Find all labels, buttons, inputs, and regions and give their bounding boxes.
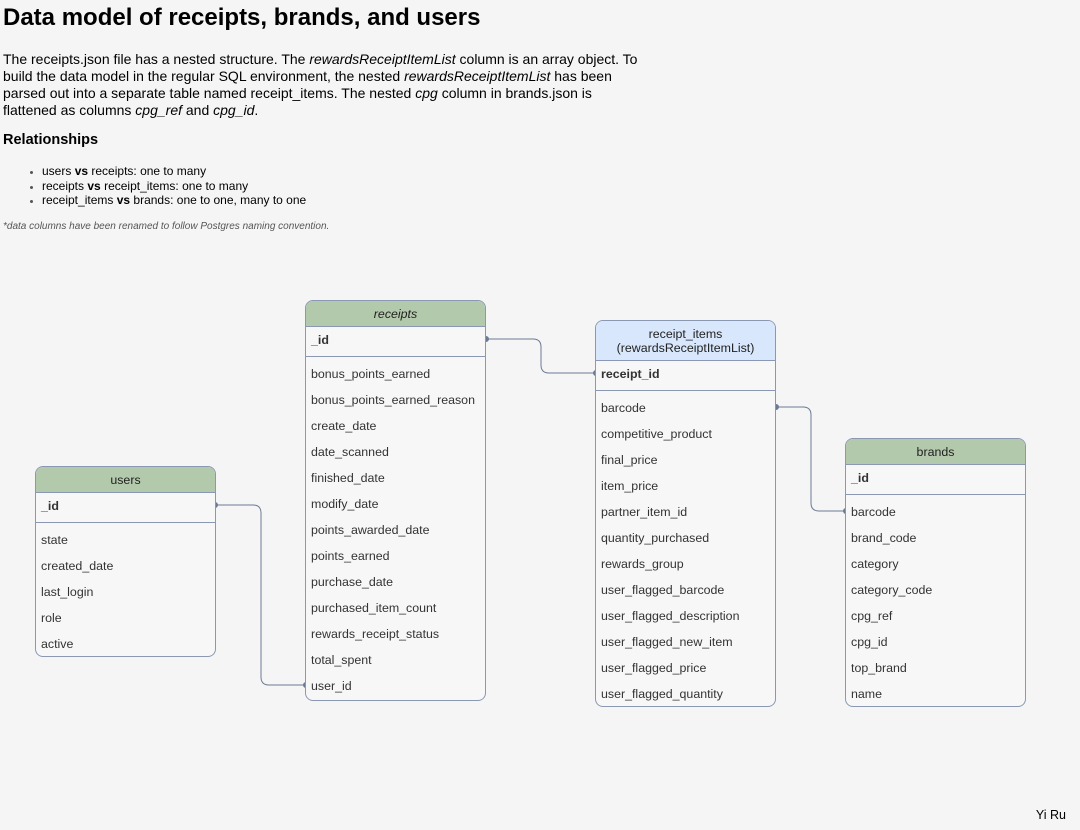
table-brands: brands _id barcode brand_code category c… <box>845 438 1026 707</box>
table-name: users <box>110 472 141 487</box>
column-list: barcode brand_code category category_cod… <box>846 495 1025 706</box>
column-row: quantity_purchased <box>601 531 710 545</box>
column-row: cpg_ref <box>851 609 893 623</box>
column-row: barcode <box>601 401 646 415</box>
column-row: points_earned <box>311 549 390 563</box>
column-row: category <box>851 557 899 571</box>
column-row: user_flagged_price <box>601 661 707 675</box>
description-text: . <box>254 102 259 118</box>
description-term: cpg_id <box>213 102 255 118</box>
column-row: active <box>41 637 74 651</box>
table-name: receipt_items <box>648 326 723 341</box>
table-header: brands <box>846 439 1025 465</box>
column-row: create_date <box>311 419 377 433</box>
table-header: users <box>36 467 215 493</box>
column-list: barcode competitive_product final_price … <box>596 391 775 706</box>
description-term: cpg <box>415 85 438 101</box>
description-term: rewardsReceiptItemList <box>404 68 551 84</box>
column-row: partner_item_id <box>601 505 688 519</box>
description-text: has been parsed out into a separate tabl… <box>3 68 612 101</box>
column-row: points_awarded_date <box>311 523 430 537</box>
relationship-left: receipts <box>42 178 85 193</box>
column-row: user_flagged_quantity <box>601 687 723 701</box>
column-row: user_flagged_description <box>601 609 740 623</box>
description-text: and <box>182 102 214 118</box>
relationship-left: users <box>42 164 72 178</box>
column-row: finished_date <box>311 471 385 485</box>
table-header: receipt_items (rewardsReceiptItemList) <box>596 321 775 361</box>
column-row: brand_code <box>851 531 917 545</box>
column-row: top_brand <box>851 661 907 675</box>
description-text: column in brands.json is flattened as co… <box>3 85 592 118</box>
column-row: user_id <box>311 679 352 693</box>
table-name: brands <box>916 444 955 459</box>
primary-key: receipt_id <box>596 361 775 391</box>
relationship-vs: vs <box>74 164 89 178</box>
column-row: cpg_id <box>851 635 888 649</box>
column-row: total_spent <box>311 653 372 667</box>
description-term: rewardsReceiptItemList <box>309 51 456 67</box>
page-title: Data model of receipts, brands, and user… <box>3 4 481 31</box>
column-row: created_date <box>41 559 114 573</box>
relationship-right: receipts: one to many <box>88 164 207 178</box>
column-row: user_flagged_barcode <box>601 583 725 597</box>
column-list: state created_date last_login role activ… <box>36 523 215 656</box>
connector-receipts-items <box>486 338 596 374</box>
column-row: barcode <box>851 505 896 519</box>
relationship-item: receipt_items vs brands: one to one, man… <box>42 193 306 208</box>
column-row: final_price <box>601 453 658 467</box>
column-row: role <box>41 611 62 625</box>
description-text: The receipts.json file has a nested stru… <box>3 51 310 67</box>
connector-items-brands <box>776 406 846 512</box>
description-term: cpg_ref <box>135 102 182 118</box>
relationship-right: receipt_items: one to many <box>100 178 249 193</box>
column-row: bonus_points_earned <box>311 367 431 381</box>
column-row: purchase_date <box>311 575 393 589</box>
column-row: bonus_points_earned_reason <box>311 393 475 407</box>
description-text: column is an array object. To build the … <box>3 51 638 84</box>
relationship-vs: vs <box>116 193 131 207</box>
relationship-item: users vs receipts: one to many <box>42 164 306 179</box>
column-row: item_price <box>601 479 659 493</box>
table-header: receipts <box>306 301 485 327</box>
column-list: bonus_points_earned bonus_points_earned_… <box>306 357 485 699</box>
relationship-right: brands: one to one, many to one <box>130 193 307 207</box>
column-row: last_login <box>41 585 94 599</box>
author-credit: Yi Ru <box>1035 808 1066 822</box>
connector-users-receipts <box>215 504 306 686</box>
primary-key: _id <box>846 465 1025 495</box>
table-name: receipts <box>373 306 418 321</box>
description: The receipts.json file has a nested stru… <box>3 51 643 119</box>
table-users: users _id state created_date last_login … <box>35 466 216 657</box>
column-row: rewards_receipt_status <box>311 627 440 641</box>
column-row: modify_date <box>311 497 379 511</box>
table-receipt-items: receipt_items (rewardsReceiptItemList) r… <box>595 320 776 707</box>
relationships-list: users vs receipts: one to many receipts … <box>24 164 306 208</box>
column-row: state <box>41 533 68 547</box>
column-row: user_flagged_new_item <box>601 635 733 649</box>
column-row: category_code <box>851 583 933 597</box>
primary-key: _id <box>306 327 485 357</box>
column-row: competitive_product <box>601 427 712 441</box>
relationship-left: receipt_items <box>42 193 114 207</box>
column-row: name <box>851 687 882 701</box>
relationship-vs: vs <box>87 178 101 193</box>
column-row: purchased_item_count <box>311 601 437 615</box>
table-subname: (rewardsReceiptItemList) <box>616 340 755 355</box>
column-row: date_scanned <box>311 445 389 459</box>
column-row: rewards_group <box>601 557 684 571</box>
relationship-item: receipts vs receipt_items: one to many <box>42 179 306 194</box>
table-receipts: receipts _id bonus_points_earned bonus_p… <box>305 300 486 701</box>
relationships-heading: Relationships <box>3 132 99 148</box>
primary-key: _id <box>36 493 215 523</box>
naming-note: *data columns have been renamed to follo… <box>3 221 330 232</box>
